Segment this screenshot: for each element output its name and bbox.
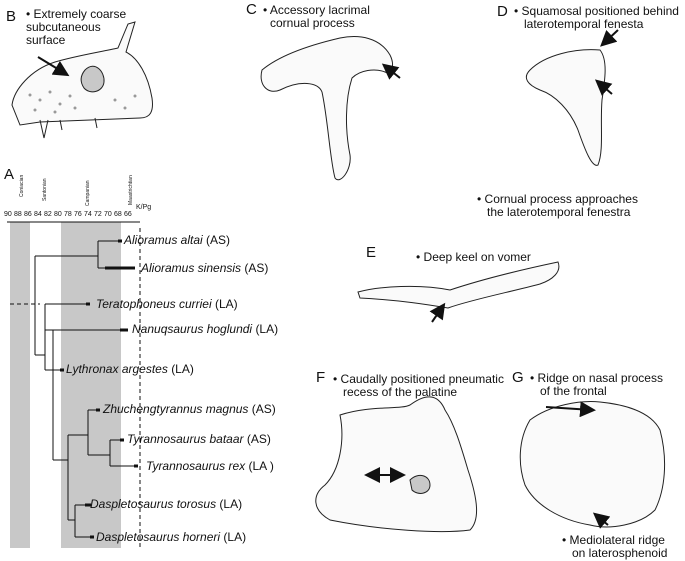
taxon-label: Alioramus sinensis (AS) xyxy=(141,261,268,275)
taxon-name: Tyrannosaurus bataar xyxy=(127,432,244,446)
arrow-e xyxy=(429,302,446,323)
taxon-name: Zhuchengtyrannus magnus xyxy=(103,402,249,416)
panel-g-note-line1: • Ridge on nasal process xyxy=(530,371,663,385)
arrow-g-1 xyxy=(545,401,596,418)
frontal-drawing xyxy=(519,401,666,529)
panel-d-note2-line1: • Cornual process approaches xyxy=(477,192,638,206)
taxon-label: Tyrannosaurus rex (LA ) xyxy=(146,459,274,473)
taxon-region: (LA) xyxy=(219,497,243,511)
vomer-drawing xyxy=(357,261,560,323)
tick-label: 86 xyxy=(24,211,32,218)
tick-label: 90 xyxy=(4,211,12,218)
panel-letter-g: G xyxy=(512,369,524,386)
panel-letter-c: C xyxy=(246,1,257,18)
taxon-label: Nanuqsaurus hoglundi (LA) xyxy=(132,322,278,336)
taxon-label: Alioramus altai (AS) xyxy=(124,233,230,247)
taxon-label: Teratophoneus curriei (LA) xyxy=(96,297,238,311)
taxon-region: (AS) xyxy=(244,261,269,275)
skull-lateral-drawing xyxy=(11,21,153,139)
tick-label: 82 xyxy=(44,211,52,218)
taxon-region: (AS) xyxy=(251,402,276,416)
taxon-name: Tyrannosaurus rex xyxy=(146,459,246,473)
tick-label: 72 xyxy=(94,211,102,218)
taxon-name: Nanuqsaurus hoglundi xyxy=(132,322,253,336)
taxon-label: Tyrannosaurus bataar (AS) xyxy=(127,432,271,446)
taxon-name: Daspletosaurus torosus xyxy=(90,497,217,511)
panel-letter-d: D xyxy=(497,3,508,20)
panel-g-note2-line1: • Mediolateral ridge xyxy=(562,533,665,547)
lacrimal-drawing xyxy=(260,36,401,181)
arrow-d-2 xyxy=(594,79,613,96)
taxon-label: Daspletosaurus horneri (LA) xyxy=(96,530,246,544)
panel-g-note2-line2: on laterosphenoid xyxy=(572,546,668,560)
tick-label: 70 xyxy=(104,211,112,218)
taxon-label: Daspletosaurus torosus (LA) xyxy=(90,497,242,511)
taxon-region: (LA) xyxy=(171,362,194,376)
panel-f-note-line1: • Caudally positioned pneumatic xyxy=(333,372,504,386)
taxon-label: Lythronax argestes (LA) xyxy=(66,362,194,376)
stage-label-santonian: Santonian xyxy=(42,178,48,201)
arrow-g-2 xyxy=(592,512,611,529)
arrow-d-1 xyxy=(600,29,619,47)
panel-letter-f: F xyxy=(316,369,326,386)
timescale-bands xyxy=(10,222,121,548)
tick-label: 66 xyxy=(124,211,132,218)
tick-label: 76 xyxy=(74,211,82,218)
panel-letter-a: A xyxy=(4,166,15,183)
taxon-region: (LA) xyxy=(214,297,238,311)
kpg-boundary-label: K/Pg xyxy=(136,204,152,211)
taxon-name: Alioramus altai xyxy=(124,233,203,247)
taxon-label: Zhuchengtyrannus magnus (AS) xyxy=(103,402,276,416)
stage-label-coniacian: Coniacian xyxy=(19,174,25,197)
panel-g-note-line2: of the frontal xyxy=(540,384,607,398)
panel-e-note: • Deep keel on vomer xyxy=(416,250,531,264)
panel-c-note-line1: • Accessory lacrimal xyxy=(263,3,370,17)
taxon-region: (AS) xyxy=(206,233,231,247)
tick-label: 78 xyxy=(64,211,72,218)
taxon-name: Daspletosaurus horneri xyxy=(96,530,221,544)
tick-label: 68 xyxy=(114,211,122,218)
taxon-region: (LA) xyxy=(255,322,279,336)
range-bars xyxy=(60,239,138,539)
tick-label: 80 xyxy=(54,211,62,218)
panel-d-note-line1: • Squamosal positioned behind xyxy=(514,4,679,18)
tick-label: 88 xyxy=(14,211,22,218)
taxon-region: (AS) xyxy=(246,432,271,446)
arrow-c xyxy=(381,63,401,80)
stage-label-maastrichtian: Maastrichtian xyxy=(128,175,134,205)
panel-b-note: • Extremely coarse subcutaneous surface xyxy=(26,7,127,47)
squamosal-drawing xyxy=(525,29,619,166)
panel-letter-b: B xyxy=(6,8,17,25)
panel-f-note-line2: recess of the palatine xyxy=(343,385,458,399)
panel-d-note-line2: laterotemporal fenesta xyxy=(524,17,644,31)
stage-label-campanian: Campanian xyxy=(85,180,91,206)
panel-d-note2-line2: the laterotemporal fenestra xyxy=(487,205,631,219)
tick-label: 84 xyxy=(34,211,42,218)
taxon-region: (LA ) xyxy=(248,459,274,473)
taxon-name: Lythronax argestes xyxy=(66,362,168,376)
taxon-region: (LA) xyxy=(223,530,247,544)
taxon-name: Teratophoneus curriei xyxy=(96,297,212,311)
palatine-drawing xyxy=(315,396,478,533)
tick-label: 74 xyxy=(84,211,92,218)
panel-c-note-line2: cornual process xyxy=(270,16,355,30)
cladogram-branches xyxy=(34,240,137,538)
panel-letter-e: E xyxy=(366,244,377,261)
arrow-b xyxy=(37,56,70,77)
taxon-name: Alioramus sinensis xyxy=(141,261,242,275)
